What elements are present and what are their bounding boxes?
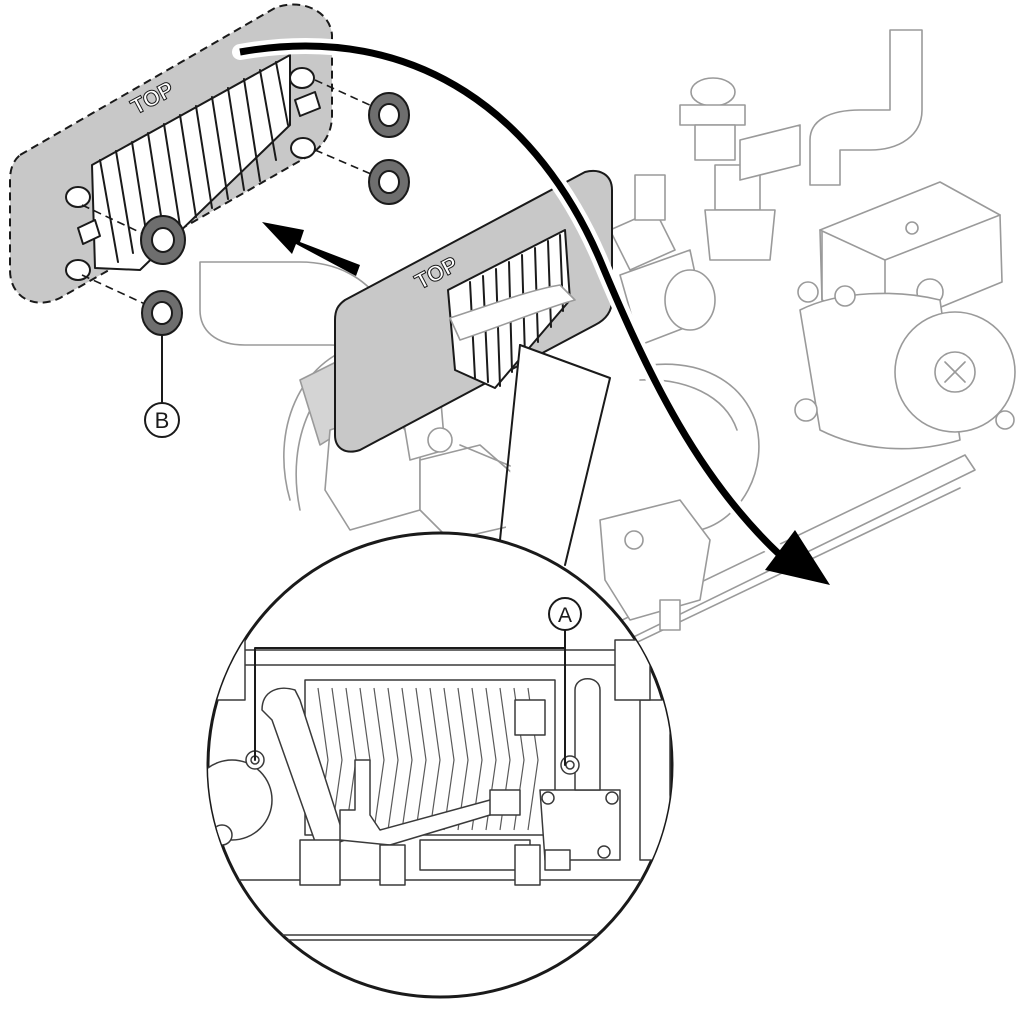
seal-ring — [368, 92, 410, 138]
callout-b-label: B — [155, 408, 170, 433]
loose-plate-heat-exchanger: TOP — [9, 3, 333, 304]
boiler-hydraulic-assembly — [199, 29, 1016, 669]
zoom-screw-right — [560, 755, 580, 775]
callout-a-label: A — [558, 604, 572, 627]
loose-hx-plates — [91, 54, 291, 271]
seal-ring — [368, 159, 410, 205]
callout-a: A — [254, 597, 582, 766]
seal-ring — [140, 215, 186, 265]
removal-direction-arrow — [262, 222, 360, 276]
callout-b: B — [144, 334, 180, 438]
seal-ring — [141, 290, 183, 336]
sealing-rings — [140, 92, 410, 336]
flue-pipe — [809, 29, 923, 186]
gas-valve — [599, 499, 711, 621]
exchange-path-arrow — [232, 38, 830, 585]
hose-over-hx — [449, 284, 576, 341]
zoom-pipe-right — [574, 678, 601, 791]
